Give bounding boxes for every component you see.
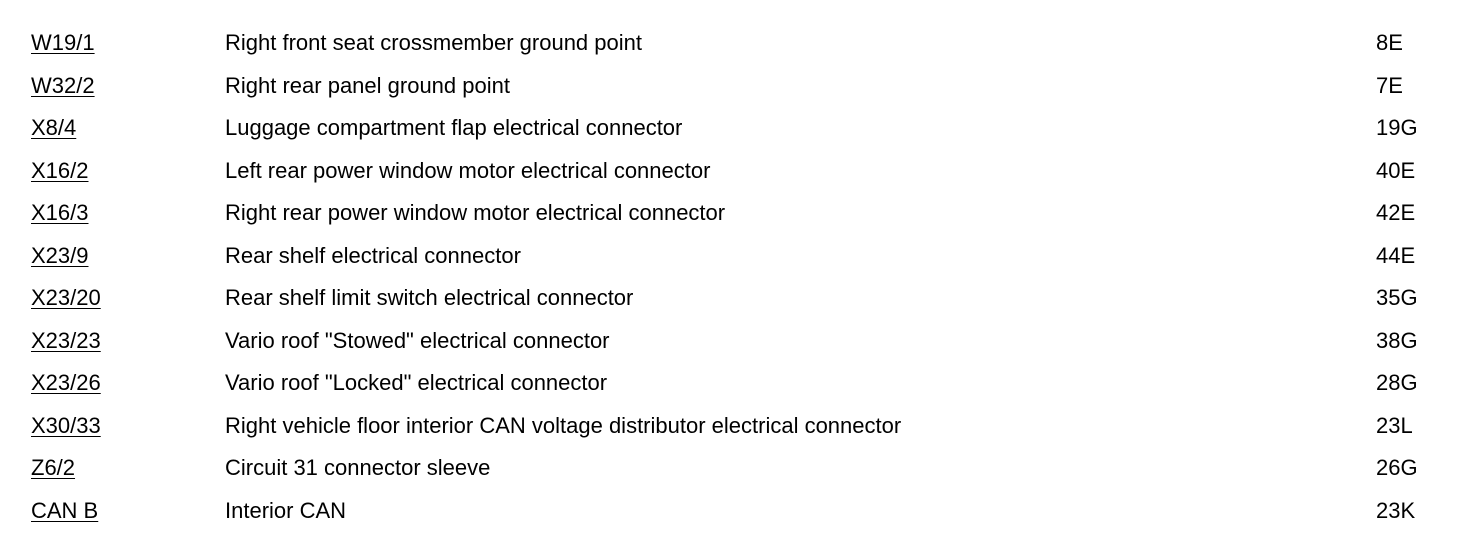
grid-location: 19G — [1376, 115, 1418, 140]
grid-location: 7E — [1376, 72, 1403, 98]
legend-row: X8/4 Luggage compartment flap electrical… — [31, 107, 1451, 150]
legend-row: X23/26 Vario roof "Locked" electrical co… — [31, 362, 1451, 405]
component-code-link[interactable]: X16/3 — [31, 200, 89, 225]
grid-location: 23L — [1376, 412, 1413, 438]
component-code-link[interactable]: X23/23 — [31, 327, 101, 353]
component-description: Rear shelf limit switch electrical conne… — [225, 285, 634, 310]
grid-location: 26G — [1376, 455, 1418, 480]
component-description: Left rear power window motor electrical … — [225, 157, 711, 183]
legend-row: X23/20 Rear shelf limit switch electrica… — [31, 277, 1451, 320]
grid-location: 40E — [1376, 157, 1416, 183]
legend-row: CAN B Interior CAN 23K — [31, 490, 1451, 533]
legend-row: X16/3 Right rear power window motor elec… — [31, 192, 1451, 235]
component-description: Vario roof "Locked" electrical connector — [225, 370, 608, 395]
grid-location: 42E — [1376, 200, 1416, 225]
component-code-link[interactable]: X8/4 — [31, 115, 77, 140]
legend-row: Z6/2 Circuit 31 connector sleeve 26G — [31, 447, 1451, 490]
legend-row: X23/23 Vario roof "Stowed" electrical co… — [31, 320, 1451, 363]
component-code-link[interactable]: W19/1 — [31, 30, 95, 55]
component-description: Circuit 31 connector sleeve — [225, 455, 491, 480]
component-code-link[interactable]: X23/9 — [31, 242, 89, 268]
component-code-link[interactable]: W32/2 — [31, 72, 95, 98]
component-description: Right front seat crossmember ground poin… — [225, 30, 642, 55]
component-code-link[interactable]: CAN B — [31, 497, 99, 523]
component-description: Vario roof "Stowed" electrical connector — [225, 327, 610, 353]
component-code-link[interactable]: Z6/2 — [31, 455, 76, 480]
component-legend-table: W19/1 Right front seat crossmember groun… — [31, 22, 1451, 532]
legend-row: W32/2 Right rear panel ground point 7E — [31, 65, 1451, 108]
grid-location: 38G — [1376, 327, 1418, 353]
legend-row: X30/33 Right vehicle floor interior CAN … — [31, 405, 1451, 448]
component-description: Luggage compartment flap electrical conn… — [225, 115, 683, 140]
grid-location: 44E — [1376, 242, 1416, 268]
component-code-link[interactable]: X23/26 — [31, 370, 101, 395]
component-code-link[interactable]: X30/33 — [31, 412, 101, 438]
component-code-link[interactable]: X23/20 — [31, 285, 101, 310]
component-description: Right rear power window motor electrical… — [225, 200, 726, 225]
grid-location: 23K — [1376, 497, 1416, 523]
component-description: Right vehicle floor interior CAN voltage… — [225, 412, 902, 438]
grid-location: 28G — [1376, 370, 1418, 395]
grid-location: 8E — [1376, 30, 1403, 55]
component-description: Right rear panel ground point — [225, 72, 510, 98]
legend-row: X16/2 Left rear power window motor elect… — [31, 150, 1451, 193]
legend-row: X23/9 Rear shelf electrical connector 44… — [31, 235, 1451, 278]
component-code-link[interactable]: X16/2 — [31, 157, 89, 183]
grid-location: 35G — [1376, 285, 1418, 310]
component-description: Interior CAN — [225, 497, 347, 523]
component-description: Rear shelf electrical connector — [225, 242, 521, 268]
legend-row: W19/1 Right front seat crossmember groun… — [31, 22, 1451, 65]
